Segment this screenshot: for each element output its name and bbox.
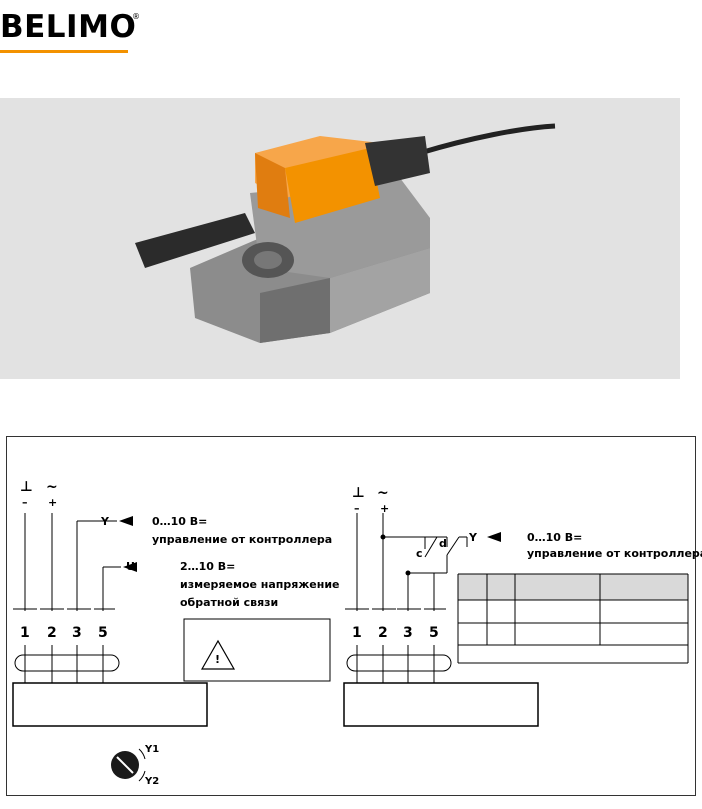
y-label-right: Y (469, 531, 477, 544)
connector (365, 136, 430, 186)
terminal-1-left: 1 (20, 625, 30, 641)
ac-symbol-left: ~ (46, 479, 58, 495)
y-range-right: 0…10 В= (527, 531, 583, 544)
wiring-diagram-panel: ⊥ – ~ + Y 0…10 В= управление от контролл… (6, 436, 702, 796)
contact-d: d (439, 537, 447, 550)
contact-c: c (416, 547, 423, 560)
y-desc-right: управление от контроллера (527, 547, 702, 560)
y-range-left: 0…10 В= (152, 515, 208, 528)
cable (419, 123, 556, 156)
ground-sub-left: – (22, 496, 28, 509)
registered-mark: ® (132, 12, 140, 21)
ground-symbol-left: ⊥ (20, 479, 33, 495)
terminal-2-left: 2 (47, 625, 57, 641)
y-label-left: Y (101, 515, 109, 528)
actuator-base-side (330, 248, 430, 333)
direction-y2: Y2 (145, 776, 160, 787)
terminal-3-left: 3 (72, 625, 82, 641)
ac-symbol-right: ~ (377, 485, 389, 501)
ac-sub-right: + (380, 502, 390, 515)
logo-underline (0, 50, 128, 53)
wiring-lines (12, 513, 689, 782)
housing-front (285, 148, 380, 223)
terminal-5-left: 5 (98, 625, 108, 641)
terminal-2-right: 2 (378, 625, 388, 641)
terminal-1-right: 1 (352, 625, 362, 641)
ground-symbol-right: ⊥ (352, 485, 365, 501)
product-photo (0, 98, 680, 379)
actuator-illustration (135, 123, 556, 343)
u-desc-left-2: обратной связи (180, 596, 279, 609)
logo-text: BELIMO (0, 9, 137, 45)
u-label-left: U (126, 560, 135, 573)
ac-sub-left: + (48, 496, 58, 509)
u-range-left: 2…10 В= (180, 560, 236, 573)
actuator-base-front (260, 278, 330, 343)
housing-left (255, 153, 290, 218)
lever-arm (135, 213, 255, 268)
y-desc-left: управление от контроллера (152, 533, 333, 546)
ground-sub-right: – (354, 502, 360, 515)
terminal-5-right: 5 (429, 625, 439, 641)
terminal-3-right: 3 (403, 625, 413, 641)
u-desc-left-1: измеряемое напряжение (180, 578, 340, 591)
belimo-logo: BELIMO ® (0, 9, 140, 53)
direction-y1: Y1 (145, 744, 160, 755)
warning-icon: ! (215, 653, 221, 666)
